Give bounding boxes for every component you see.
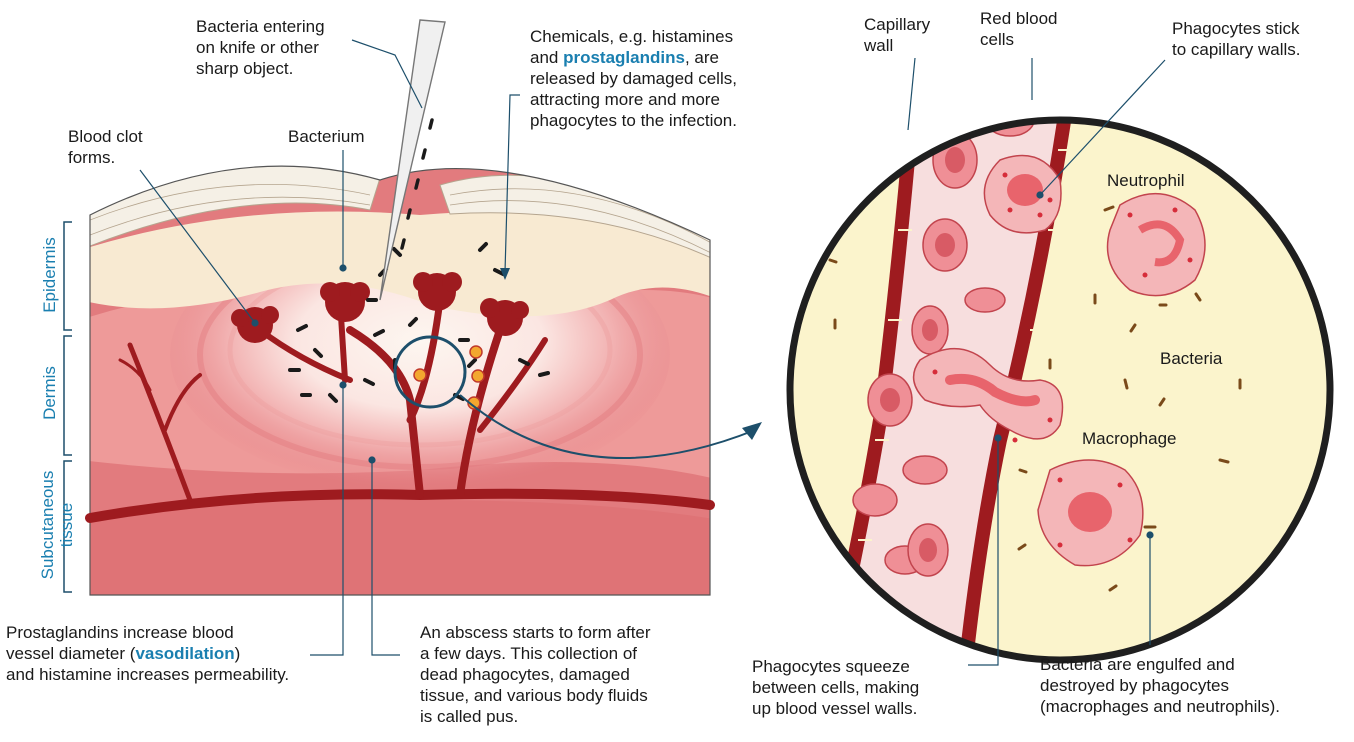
label-bacteria: Bacteria xyxy=(1160,348,1222,369)
label-bacteria-entering: Bacteria entering on knife or other shar… xyxy=(196,16,325,79)
text-line: Bacteria are engulfed and xyxy=(1040,654,1280,675)
text-line: on knife or other xyxy=(196,37,325,58)
layer-label-dermis: Dermis xyxy=(40,336,59,450)
text-fragment: and xyxy=(530,48,563,67)
text-line: Phagocytes squeeze xyxy=(752,656,919,677)
label-macrophage: Macrophage xyxy=(1082,428,1177,449)
label-abscess: An abscess starts to form after a few da… xyxy=(420,622,651,727)
label-bacterium: Bacterium xyxy=(288,126,365,147)
label-red-blood-cells: Red blood cells xyxy=(980,8,1058,50)
layer-label-epidermis: Epidermis xyxy=(40,222,59,328)
layer-label-subcutaneous-line2: tissue xyxy=(57,460,76,590)
text-line: destroyed by phagocytes xyxy=(1040,675,1280,696)
label-prostaglandins-increase: Prostaglandins increase blood vessel dia… xyxy=(6,622,289,685)
text-line: Chemicals, e.g. histamines xyxy=(530,26,737,47)
text-line: dead phagocytes, damaged xyxy=(420,664,651,685)
text-line: attracting more and more xyxy=(530,89,737,110)
text-fragment: vessel diameter ( xyxy=(6,644,135,663)
text-line: Phagocytes stick xyxy=(1172,18,1301,39)
text-fragment: , are xyxy=(685,48,719,67)
text-line: Blood clot xyxy=(68,126,143,147)
text-line: released by damaged cells, xyxy=(530,68,737,89)
text-line: is called pus. xyxy=(420,706,651,727)
text-line: Capillary xyxy=(864,14,930,35)
label-capillary-wall: Capillary wall xyxy=(864,14,930,56)
label-blood-clot: Blood clot forms. xyxy=(68,126,143,168)
text-line: vessel diameter (vasodilation) xyxy=(6,643,289,664)
text-line: Prostaglandins increase blood xyxy=(6,622,289,643)
text-line: and histamine increases permeability. xyxy=(6,664,289,685)
text-line: phagocytes to the infection. xyxy=(530,110,737,131)
text-line: up blood vessel walls. xyxy=(752,698,919,719)
layer-label-subcutaneous: Subcutaneous tissue xyxy=(38,460,76,590)
text-fragment: ) xyxy=(235,644,241,663)
text-line: Bacteria entering xyxy=(196,16,325,37)
term-vasodilation: vasodilation xyxy=(135,644,234,663)
term-prostaglandins: prostaglandins xyxy=(563,48,685,67)
text-line: wall xyxy=(864,35,930,56)
text-line: to capillary walls. xyxy=(1172,39,1301,60)
label-phagocytes-squeeze: Phagocytes squeeze between cells, making… xyxy=(752,656,919,719)
text-line: and prostaglandins, are xyxy=(530,47,737,68)
text-line: sharp object. xyxy=(196,58,325,79)
text-line: forms. xyxy=(68,147,143,168)
layer-label-subcutaneous-line1: Subcutaneous xyxy=(38,460,57,590)
text-line: between cells, making xyxy=(752,677,919,698)
label-chemicals: Chemicals, e.g. histamines and prostagla… xyxy=(530,26,737,131)
text-line: a few days. This collection of xyxy=(420,643,651,664)
text-line: Red blood xyxy=(980,8,1058,29)
label-bacteria-engulfed: Bacteria are engulfed and destroyed by p… xyxy=(1040,654,1280,717)
label-phagocytes-stick: Phagocytes stick to capillary walls. xyxy=(1172,18,1301,60)
text-line: tissue, and various body fluids xyxy=(420,685,651,706)
text-line: An abscess starts to form after xyxy=(420,622,651,643)
text-line: (macrophages and neutrophils). xyxy=(1040,696,1280,717)
text-line: cells xyxy=(980,29,1058,50)
label-neutrophil: Neutrophil xyxy=(1107,170,1185,191)
